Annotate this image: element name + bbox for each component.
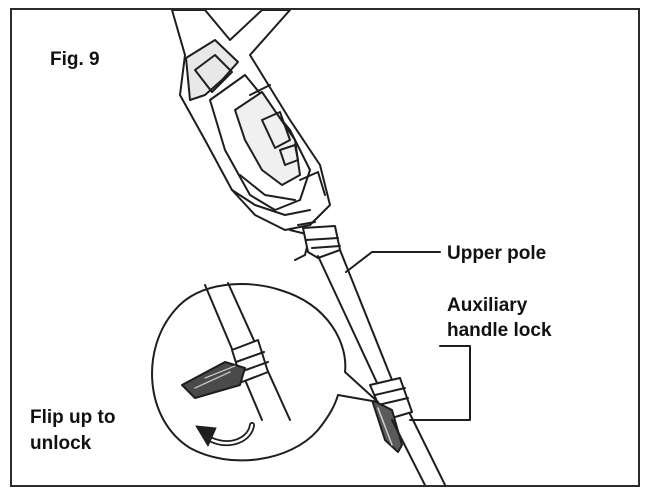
aux-handle-clamp bbox=[369, 377, 413, 453]
aux-lock-line-1: Auxiliary bbox=[447, 295, 528, 316]
upper-pole bbox=[317, 249, 393, 386]
leader-lines bbox=[345, 251, 471, 421]
lower-pole bbox=[391, 413, 447, 485]
figure-label: Fig. 9 bbox=[50, 49, 100, 70]
handle-body bbox=[171, 10, 331, 261]
aux-lock-line-2: handle lock bbox=[447, 320, 552, 341]
detail-bubble bbox=[151, 282, 379, 462]
aux-handle-lock-callout: Auxiliary handle lock bbox=[447, 293, 552, 343]
flip-line-1: Flip up to bbox=[30, 407, 116, 428]
flip-line-2: unlock bbox=[30, 433, 92, 454]
pole-collar bbox=[302, 225, 341, 259]
flip-up-arrow-icon bbox=[195, 422, 255, 447]
upper-pole-callout: Upper pole bbox=[447, 243, 547, 264]
flip-up-instruction: Flip up to unlock bbox=[30, 405, 115, 457]
